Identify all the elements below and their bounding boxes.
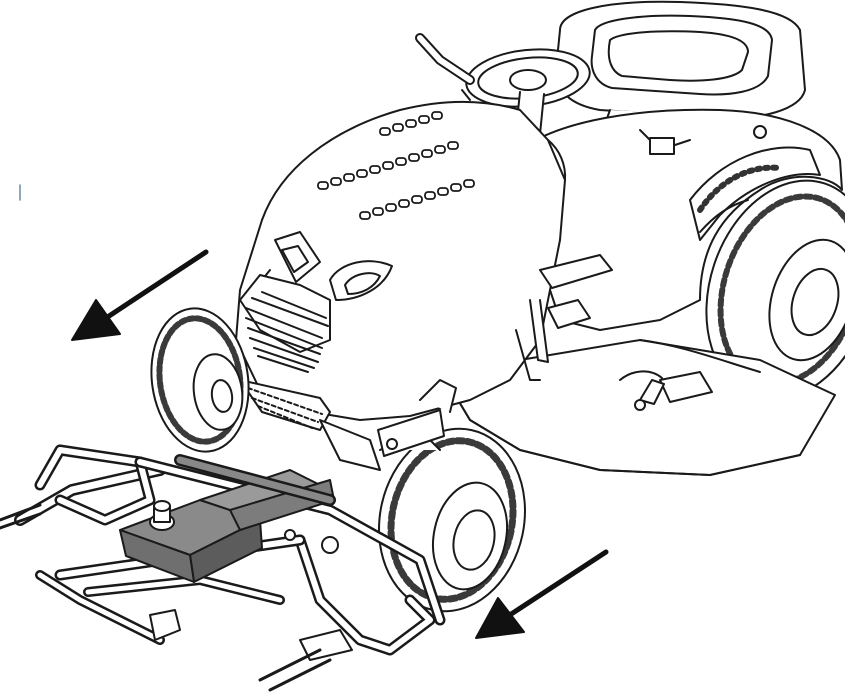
arrow-upper-left bbox=[71, 249, 209, 341]
arrow-lower bbox=[475, 549, 609, 639]
seat bbox=[554, 0, 806, 151]
hood-vents bbox=[317, 111, 475, 220]
deck-lift-frame bbox=[0, 444, 446, 692]
mower-deck bbox=[454, 339, 836, 476]
rear-fender bbox=[519, 108, 843, 331]
steering-wheel bbox=[415, 33, 591, 135]
grille bbox=[239, 274, 331, 431]
front-right-wheel bbox=[377, 409, 526, 613]
hood bbox=[235, 100, 567, 421]
front-left-wheel bbox=[150, 307, 250, 453]
rear-right-wheel bbox=[705, 179, 845, 401]
lift-pedal bbox=[515, 254, 613, 381]
front-axle-bracket bbox=[319, 379, 457, 471]
